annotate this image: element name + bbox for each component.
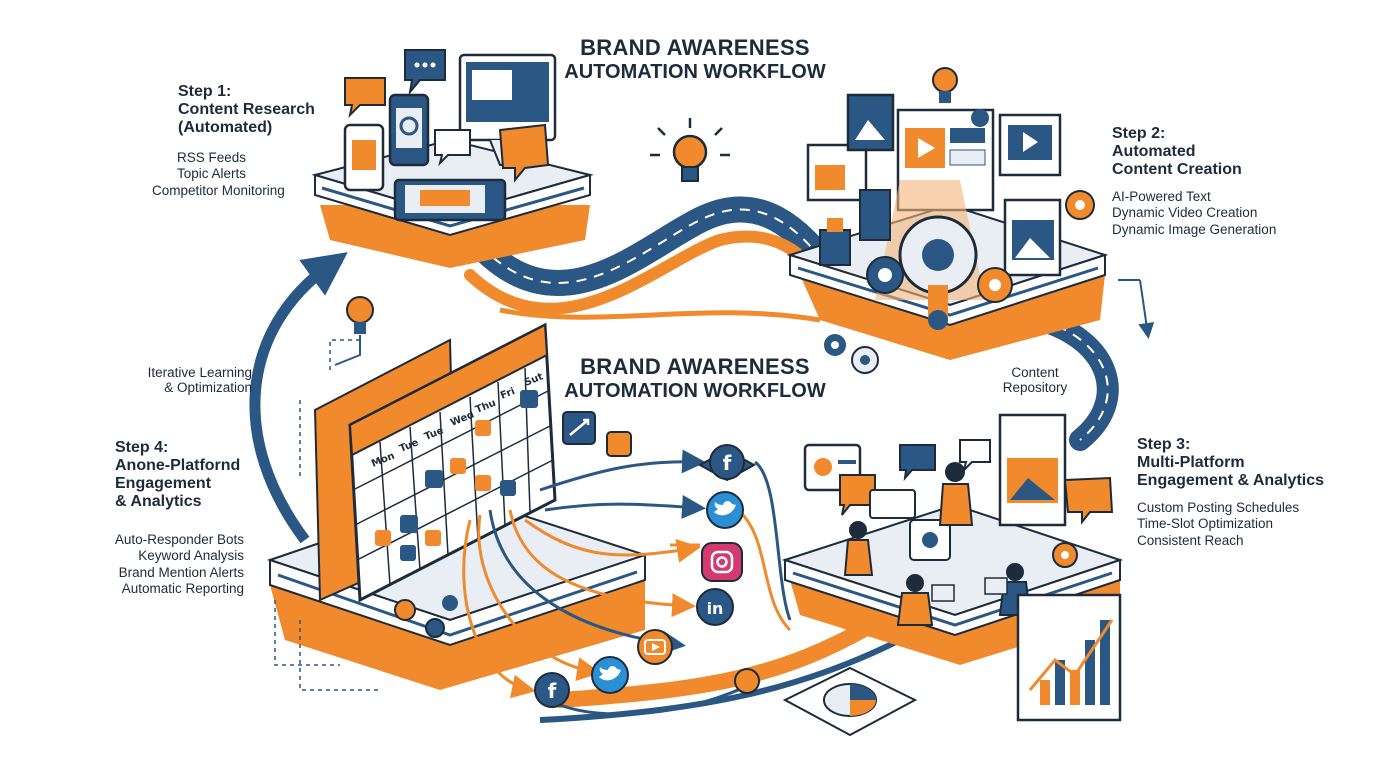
step4-heading: Step 4: Anone-Platfornd Engagement & Ana… [115, 439, 295, 511]
svg-text:in: in [707, 599, 724, 618]
step3-item: Time-Slot Optimization [1137, 516, 1274, 532]
step2-label: Step 2: Automated Content Creation AI-Po… [1112, 125, 1342, 238]
step4-heading-line: Engagement [115, 474, 212, 492]
dashed-connectors [274, 339, 380, 691]
step2-item: Dynamic Video Creation [1112, 205, 1258, 221]
loop-note-line: Iterative Learning [147, 365, 252, 380]
twitter-icon [591, 656, 629, 694]
step4-heading-line: Anone-Platfornd [115, 456, 241, 474]
step2-item: AI-Powered Text [1112, 188, 1211, 204]
step2-heading-line: Automated [1112, 142, 1196, 160]
step2-heading-line: Step 2: [1112, 125, 1166, 142]
loop-note: Iterative Learning & Optimization [110, 365, 252, 395]
step4-item: Keyword Analysis [138, 548, 244, 564]
step1-heading-line: (Automated) [178, 118, 273, 136]
analytics-chart-panel [1016, 593, 1122, 722]
step2-heading: Step 2: Automated Content Creation [1112, 125, 1342, 179]
step3-item: Custom Posting Schedules [1137, 499, 1300, 515]
lightbulb-icon [932, 67, 958, 103]
twitter-icon [706, 491, 744, 529]
loop-arrow [249, 252, 348, 544]
repository-note-line: Content [1011, 365, 1059, 380]
shuffle-icon [562, 411, 632, 457]
step1-label: Step 1: Content Research (Automated) [178, 83, 358, 137]
step1-heading: Step 1: Content Research (Automated) [178, 83, 358, 137]
step3-heading-line: Step 3: [1137, 436, 1191, 453]
lightbulb-icon [334, 296, 374, 366]
step2-item: Dynamic Image Generation [1112, 221, 1277, 237]
title-top-line2: AUTOMATION WORKFLOW [564, 60, 826, 83]
instagram-icon [701, 542, 743, 582]
title-center-line1: BRAND AWARENESS [580, 354, 810, 379]
platform-step2 [786, 93, 1109, 360]
step4-item: Automatic Reporting [121, 581, 244, 597]
repository-note: Content Repository [990, 365, 1080, 395]
step2-heading-line: Content Creation [1112, 160, 1242, 178]
svg-text:f: f [548, 679, 557, 703]
platform-step1 [311, 49, 594, 268]
title-top-line1: BRAND AWARENESS [580, 35, 810, 60]
lightbulb-icon [650, 118, 730, 182]
step1-item: RSS Feeds [177, 150, 247, 165]
step4-item: Brand Mention Alerts [118, 564, 244, 580]
svg-text:f: f [723, 451, 732, 475]
gear-icon [824, 334, 879, 374]
facebook-icon: f [534, 672, 570, 708]
step3-item: Consistent Reach [1137, 532, 1244, 548]
title-top: BRAND AWARENESS AUTOMATION WORKFLOW [530, 35, 860, 83]
posting-flow-lines [462, 449, 792, 716]
step2-items: AI-Powered Text Dynamic Video Creation D… [1112, 189, 1342, 238]
step1-item: Topic Alerts [177, 166, 247, 182]
content-calendar [348, 322, 557, 603]
linkedin-icon: in [696, 588, 734, 626]
calendar-day: Fri [499, 386, 517, 402]
checkpoint-icon [734, 668, 760, 694]
step4-heading-line: Step 4: [115, 439, 169, 456]
step3-heading: Step 3: Multi-Platform Engagement & Anal… [1137, 436, 1367, 490]
step1-heading-line: Content Research [178, 100, 315, 118]
step4-heading-line: & Analytics [115, 492, 202, 510]
repository-note-line: Repository [1002, 380, 1068, 396]
step1-item: Competitor Monitoring [152, 182, 285, 198]
facebook-icon: f [697, 444, 757, 482]
step3-heading-line: Multi-Platform [1137, 453, 1245, 471]
step3-heading-line: Engagement & Analytics [1137, 471, 1325, 489]
title-center: BRAND AWARENESS AUTOMATION WORKFLOW [535, 354, 855, 402]
platform-step3 [781, 413, 1124, 665]
step4-item: Auto-Responder Bots [114, 532, 244, 547]
step3-label: Step 3: Multi-Platform Engagement & Anal… [1137, 436, 1367, 549]
step3-items: Custom Posting Schedules Time-Slot Optim… [1137, 500, 1367, 549]
step4-items: Auto-Responder Bots Keyword Analysis Bra… [60, 532, 244, 598]
title-center-line2: AUTOMATION WORKFLOW [564, 379, 826, 402]
pie-chart-card [782, 666, 918, 737]
step1-items: RSS Feeds Topic Alerts Competitor Monito… [145, 150, 285, 199]
loop-note-line: & Optimization [164, 380, 252, 396]
step1-heading-line: Step 1: [178, 83, 232, 100]
step4-label: Step 4: Anone-Platfornd Engagement & Ana… [115, 439, 295, 511]
youtube-icon [637, 629, 673, 665]
